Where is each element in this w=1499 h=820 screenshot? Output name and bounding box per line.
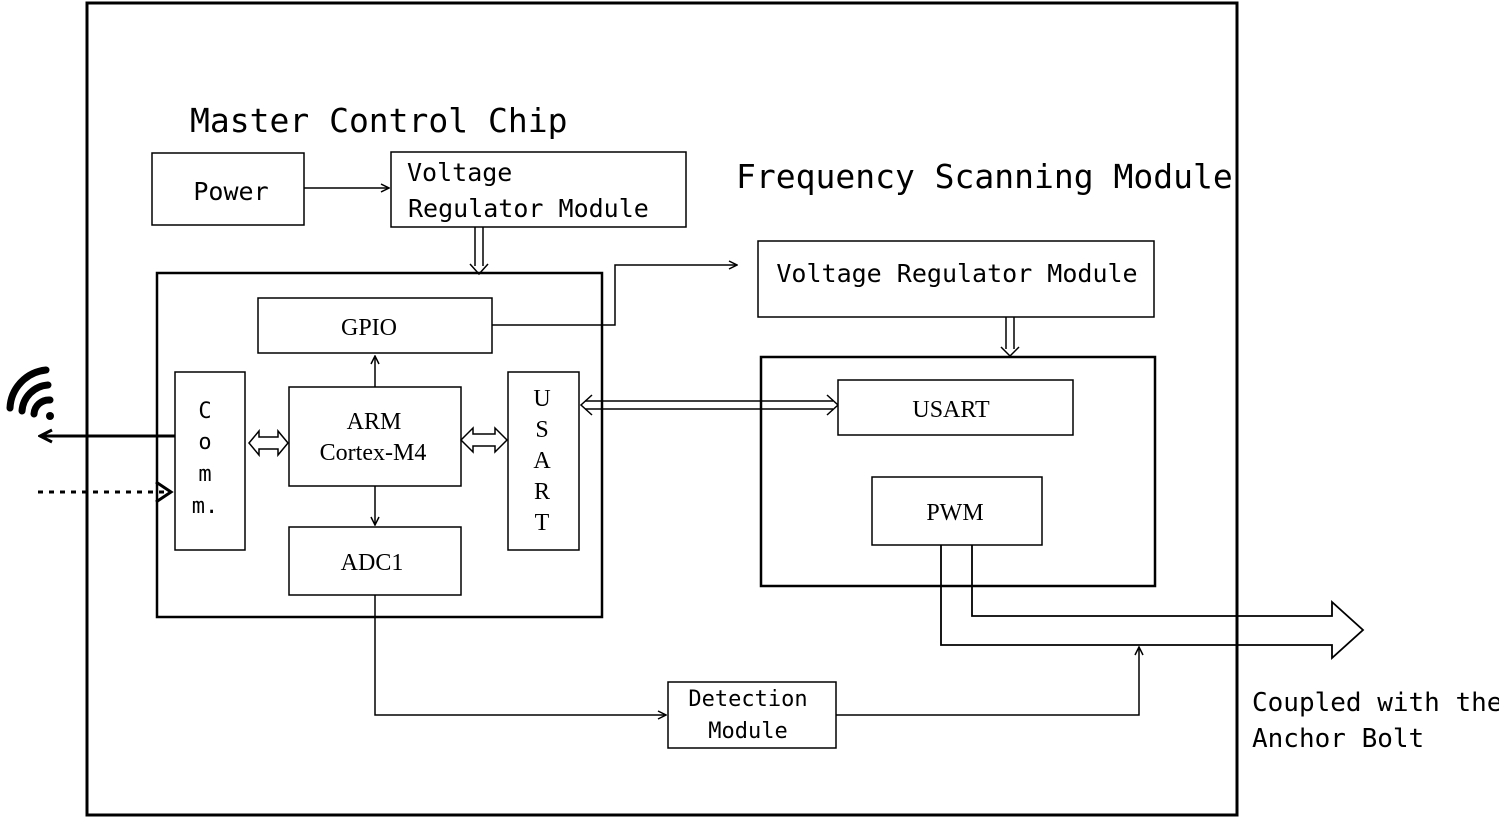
usart-vertical-label: U S A R T	[533, 386, 551, 536]
svg-text:m: m	[198, 462, 211, 487]
voltage-regulator-2-label: Voltage Regulator Module	[776, 259, 1137, 288]
voltage-regulator-1-line1: Voltage	[407, 158, 512, 187]
voltage-regulator-1-line2: Regulator Module	[408, 194, 649, 223]
arm-line2: Cortex-M4	[320, 440, 427, 466]
master-control-title: Master Control Chip	[190, 101, 568, 140]
pwm-label: PWM	[926, 500, 983, 526]
usart-link-right-head	[826, 394, 840, 416]
frequency-scanning-title: Frequency Scanning Module	[736, 157, 1233, 196]
svg-text:T: T	[535, 510, 550, 536]
usart-box-2	[837, 379, 1074, 436]
power-box	[151, 152, 305, 226]
power-label: Power	[193, 177, 268, 206]
arm-box	[288, 386, 462, 487]
comm-in-arrow-head	[155, 480, 174, 504]
detection-line1: Detection	[688, 687, 807, 712]
adc1-label: ADC1	[341, 550, 404, 576]
comm-label: C o m m.	[192, 399, 219, 519]
comm-box	[174, 371, 246, 551]
svg-text:U: U	[533, 386, 550, 412]
voltage-regulator-box-2	[757, 240, 1155, 318]
comm-arm-double-arrow	[248, 428, 289, 458]
wifi-icon	[6, 366, 54, 420]
outer-frame	[85, 1, 1239, 817]
usart-box	[507, 371, 580, 551]
detection-module-box	[667, 681, 837, 749]
svg-text:o: o	[198, 430, 211, 455]
usart-2-label: USART	[912, 397, 990, 423]
pwm-output-arrow	[940, 545, 1365, 661]
coupled-line1: Coupled with the	[1252, 688, 1499, 718]
adc1-box	[288, 526, 462, 596]
vreg2-double-arrow-head	[1000, 346, 1020, 358]
frequency-module-box	[759, 355, 1157, 588]
svg-text:C: C	[198, 399, 211, 424]
arm-usart-double-arrow	[459, 426, 509, 454]
master-chip-box	[155, 271, 604, 619]
svg-text:m.: m.	[192, 494, 219, 519]
arm-line1: ARM	[347, 409, 402, 435]
gpio-label: GPIO	[341, 315, 397, 341]
gpio-to-vreg2-arrow	[492, 265, 737, 326]
detection-to-output-arrow	[836, 647, 1139, 716]
gpio-box	[257, 297, 493, 354]
coupled-line2: Anchor Bolt	[1252, 724, 1424, 754]
detection-line2: Module	[708, 719, 787, 744]
pwm-box	[871, 476, 1043, 546]
svg-text:R: R	[534, 479, 550, 505]
svg-text:S: S	[535, 417, 548, 443]
usart-link-left-head	[579, 394, 593, 416]
voltage-regulator-box-1	[390, 151, 687, 228]
svg-text:A: A	[533, 448, 551, 474]
adc-to-detection-arrow	[374, 595, 666, 715]
